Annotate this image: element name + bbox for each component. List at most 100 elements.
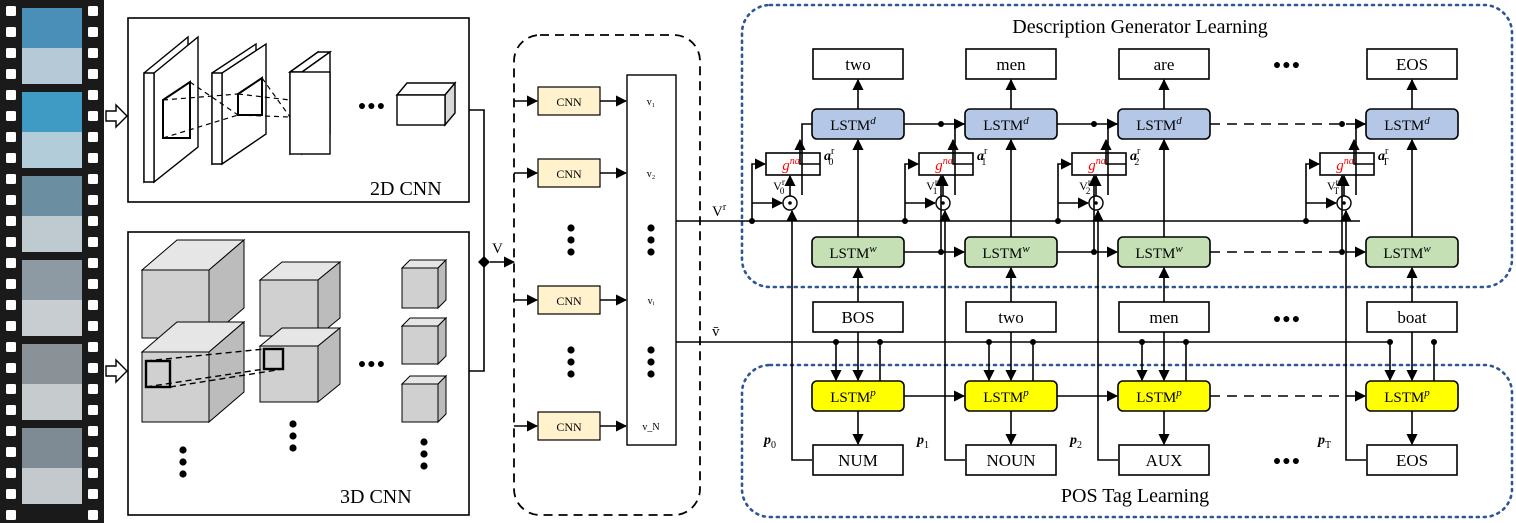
sprocket-hole — [6, 426, 16, 436]
ellipsis-dot — [567, 224, 575, 232]
input-word-box — [1118, 301, 1210, 333]
pos-section-title: POS Tag Learning — [1061, 485, 1209, 507]
output-word-box-label: men — [996, 55, 1026, 74]
v-label: V — [492, 241, 503, 257]
pos-tag-box-label: NOUN — [986, 451, 1035, 470]
gna-label: gna — [782, 156, 800, 174]
sprocket-hole — [6, 237, 16, 247]
sprocket-hole — [6, 132, 16, 142]
ellipsis-dot — [567, 370, 575, 378]
sprocket-hole — [88, 48, 98, 58]
cnn-3d-panel: ●●● 3D CNN — [127, 231, 470, 516]
sprocket-hole — [6, 111, 16, 121]
film-frame-highlight — [22, 132, 82, 168]
sprocket-hole — [88, 468, 98, 478]
gna-label: gna — [1336, 156, 1354, 174]
vbar-bus-label: v̄ — [712, 324, 720, 340]
sprocket-hole — [88, 489, 98, 499]
output-word-box-label: two — [845, 55, 871, 74]
ellipsis-dot — [567, 346, 575, 354]
lstm-p-cell-label: LSTMp — [1384, 387, 1430, 406]
sprocket-hole — [88, 300, 98, 310]
junction-dot — [1339, 121, 1345, 127]
film-frame-highlight — [22, 216, 82, 252]
cnn-2d-ellipsis: ●●● — [358, 99, 386, 114]
feature-vector-label: v_N — [642, 422, 659, 433]
lstm-w-cell-label: LSTMw — [1383, 243, 1431, 262]
output-word-box-label: are — [1154, 55, 1175, 74]
ellipsis-dot — [567, 248, 575, 256]
lstm-d-state-wire — [801, 123, 812, 195]
feature-vector-label: v₂ — [647, 169, 656, 180]
lstm-w-cell-label: LSTMw — [982, 243, 1030, 262]
cnn-block — [537, 285, 601, 315]
description-frame — [740, 3, 1514, 289]
cnn-block-label: CNN — [556, 167, 582, 181]
sprocket-hole — [88, 363, 98, 373]
sprocket-hole — [6, 27, 16, 37]
lstm-p-cell-label: LSTMp — [983, 387, 1029, 406]
sprocket-hole — [6, 90, 16, 100]
pos-embedding-label: p0 — [763, 433, 776, 451]
junction-dot — [1339, 249, 1345, 255]
sprocket-hole — [88, 447, 98, 457]
junction-dot — [1091, 121, 1097, 127]
cnn-2d-panel: ●●● 2D CNN — [127, 17, 470, 203]
description-section-title: Description Generator Learning — [1012, 16, 1267, 38]
pos-tag-box — [965, 444, 1057, 476]
junction-dot — [1091, 249, 1097, 255]
lstm-p-cell-label: LSTMp — [1136, 387, 1182, 406]
sprocket-hole — [6, 153, 16, 163]
input-word-box — [965, 301, 1057, 333]
gna-to-lstm-d-arrow — [1348, 138, 1374, 165]
sprocket-hole — [88, 153, 98, 163]
input-word-box-label: BOS — [841, 308, 874, 327]
gna-label: gna — [935, 156, 953, 174]
cnn-block-label: CNN — [556, 95, 582, 109]
frame-feature-container — [513, 34, 701, 516]
lstm-w-cell-label: LSTMw — [1135, 243, 1183, 262]
sprocket-hole — [6, 510, 16, 520]
pos-embedding-label: p2 — [1069, 433, 1082, 451]
ellipsis-dot — [647, 346, 655, 354]
sprocket-hole — [6, 321, 16, 331]
sprocket-hole — [88, 111, 98, 121]
sprocket-hole — [6, 174, 16, 184]
film-frame-highlight — [22, 468, 82, 504]
cnn-block-label: CNN — [556, 420, 582, 434]
output-word-box-label: EOS — [1396, 55, 1428, 74]
ellipsis-dot — [567, 236, 575, 244]
input-word-box-label: men — [1149, 308, 1179, 327]
gna-label: gna — [1088, 156, 1106, 174]
gna-to-lstm-d-arrow — [794, 138, 820, 165]
sprocket-hole — [88, 174, 98, 184]
sprocket-hole — [88, 216, 98, 226]
sprocket-hole — [88, 384, 98, 394]
sprocket-hole — [6, 6, 16, 16]
pos-tag-box — [1118, 444, 1210, 476]
lstm-w-cell-label: LSTMw — [829, 243, 877, 262]
sequence-ellipsis: ●●● — [1273, 454, 1301, 469]
input-word-box — [1366, 301, 1458, 333]
output-word-box — [1118, 48, 1210, 80]
cnn-block-label: CNN — [556, 294, 582, 308]
pos-tag-box-label: NUM — [838, 451, 878, 470]
pos-to-product-arrow — [786, 209, 812, 461]
sprocket-hole — [88, 426, 98, 436]
ellipsis-dot — [647, 224, 655, 232]
input-word-box-label: two — [998, 308, 1024, 327]
ellipsis-dot — [647, 236, 655, 244]
sprocket-hole — [88, 69, 98, 79]
film-to-2dcnn-arrow — [105, 103, 128, 129]
feature-merge: V — [469, 109, 516, 372]
sprocket-hole — [6, 363, 16, 373]
pos-frame — [740, 363, 1514, 519]
sprocket-hole — [88, 237, 98, 247]
pos-to-product-arrow — [1340, 209, 1366, 461]
pos-embedding-label: pT — [1317, 433, 1331, 451]
